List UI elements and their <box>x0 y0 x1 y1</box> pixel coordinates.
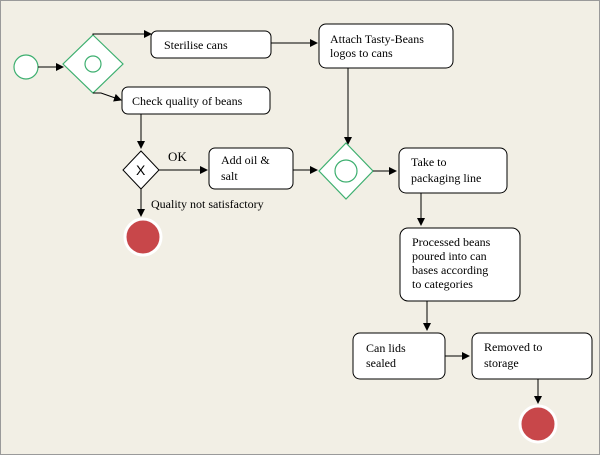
task-take-to-packaging-line2: packaging line <box>411 171 481 185</box>
flow-label-not-satisfactory: Quality not satisfactory <box>151 197 264 211</box>
task-add-oil-salt-line1: Add oil & <box>221 153 270 167</box>
task-take-to-packaging-line1: Take to <box>411 155 446 169</box>
task-check-quality: Check quality of beans <box>121 86 271 115</box>
flow-split-to-sterilise <box>92 30 152 38</box>
flow-split-to-check-quality <box>93 92 122 102</box>
task-pour-beans-line1: Processed beans <box>412 235 491 249</box>
task-seal-lids-line2: sealed <box>366 356 396 370</box>
task-check-quality-label: Check quality of beans <box>132 94 243 108</box>
task-attach-logos-line2: logos to cans <box>330 46 393 60</box>
task-pour-beans-line3: bases according <box>412 263 488 277</box>
task-remove-to-storage: Removed to storage <box>471 332 593 380</box>
task-add-oil-salt: Add oil & salt <box>208 147 294 190</box>
task-add-oil-salt-line2: salt <box>221 169 238 183</box>
task-pour-beans-line2: poured into can <box>412 249 487 263</box>
task-take-to-packaging: Take to packaging line <box>398 147 508 194</box>
exclusive-gateway: X <box>122 150 160 190</box>
exclusive-gateway-symbol: X <box>136 162 146 178</box>
task-remove-to-storage-line1: Removed to <box>484 340 542 354</box>
task-attach-logos-line1: Attach Tasty-Beans <box>330 32 424 46</box>
parallel-split-gateway <box>62 34 124 94</box>
task-seal-lids-line1: Can lids <box>366 341 406 355</box>
task-pour-beans-line4: to categories <box>412 277 473 291</box>
task-attach-logos: Attach Tasty-Beans logos to cans <box>318 23 454 69</box>
task-remove-to-storage-line2: storage <box>484 356 519 370</box>
parallel-join-gateway <box>318 142 374 200</box>
start-event <box>13 54 39 80</box>
task-seal-lids: Can lids sealed <box>352 332 446 380</box>
task-sterilise-cans-label: Sterilise cans <box>164 38 228 52</box>
task-sterilise-cans: Sterilise cans <box>150 30 272 59</box>
task-pour-beans: Processed beans poured into can bases ac… <box>399 227 521 302</box>
end-event-complete <box>518 404 558 444</box>
flow-label-ok: OK <box>168 149 187 164</box>
end-event-rejected <box>123 217 163 257</box>
